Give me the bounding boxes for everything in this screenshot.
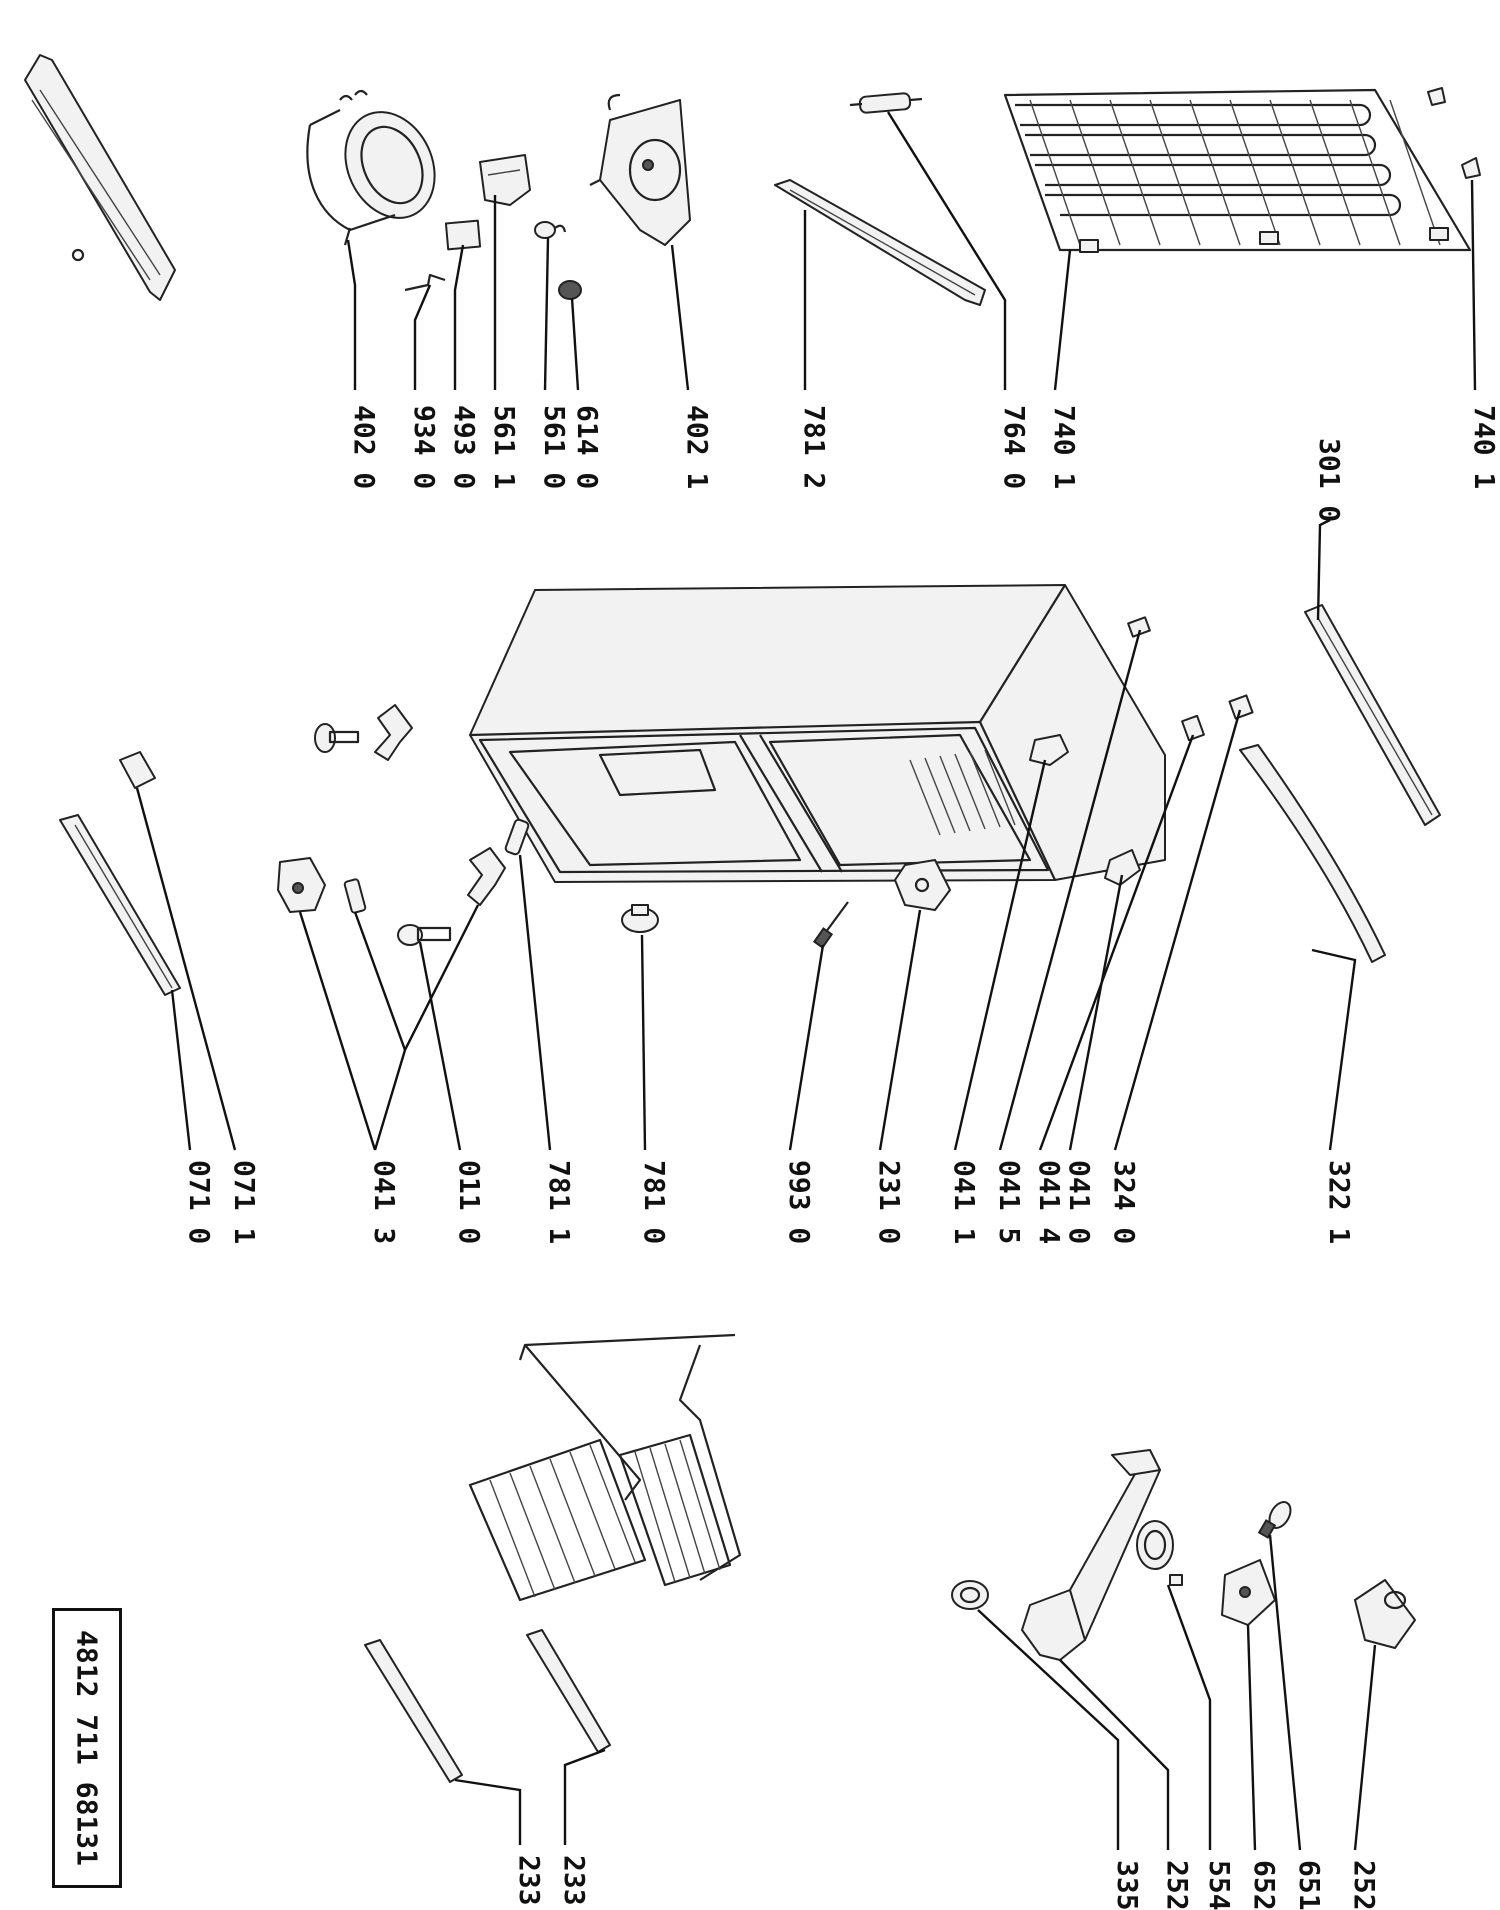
label-041-4: 041 4 <box>1033 1160 1066 1244</box>
thermostat-252-0-part <box>1021 1449 1161 1661</box>
block-071-1-part <box>119 751 156 789</box>
bracket-041-5-part <box>1127 616 1151 638</box>
lamp-cover-252-1-part <box>1354 1579 1416 1649</box>
hinge-bracket-041-3-part <box>277 857 326 913</box>
label-041-3: 041 3 <box>368 1160 401 1244</box>
hinge-041-1-part <box>1029 734 1069 766</box>
label-041-1: 041 1 <box>948 1160 981 1244</box>
label-071-1: 071 1 <box>228 1160 261 1244</box>
condenser-grid-part <box>1003 88 1472 253</box>
label-561-0: 561 0 <box>538 405 571 489</box>
label-740-1-b: 740 1 <box>1468 405 1500 489</box>
pin-781-1-part <box>504 818 530 856</box>
label-652-0: 652 0 <box>1248 1860 1281 1910</box>
compressor-part <box>306 89 436 246</box>
label-740-1-a: 740 1 <box>1048 405 1081 489</box>
door-strip-301-part <box>1304 604 1441 826</box>
cabinet-body <box>469 584 1166 883</box>
grommet-part <box>558 280 582 300</box>
label-324-0: 324 0 <box>1108 1160 1141 1244</box>
label-041-0: 041 0 <box>1063 1160 1096 1244</box>
label-402-0: 402 0 <box>348 405 381 489</box>
foot-781-0-part <box>621 904 659 933</box>
label-233-1: 233 1 <box>513 1855 546 1910</box>
relay-part <box>479 154 531 206</box>
evaporator-part <box>468 1333 742 1602</box>
shelf-support-233-0-part <box>526 1629 611 1753</box>
label-041-5: 041 5 <box>993 1160 1026 1244</box>
cap-part <box>534 221 567 239</box>
hinge-upper-left-part <box>314 704 413 761</box>
label-233-0: 233 0 <box>558 1855 591 1910</box>
label-335-0: 335 0 <box>1111 1860 1144 1910</box>
label-493-0: 493 0 <box>448 405 481 489</box>
top-rail-part <box>24 54 176 301</box>
knob-335-part <box>951 1580 989 1610</box>
label-231-0: 231 0 <box>873 1160 906 1244</box>
plate-231-part <box>894 859 951 911</box>
screw-993-part <box>812 901 849 949</box>
label-561-1: 561 1 <box>488 405 521 489</box>
label-781-2: 781 2 <box>798 405 831 489</box>
strip-071-0-part <box>59 814 181 996</box>
label-011-0: 011 0 <box>453 1160 486 1244</box>
label-252-0: 252 0 <box>1161 1860 1194 1910</box>
handle-322-part <box>1239 744 1386 963</box>
label-764-0: 764 0 <box>998 405 1031 489</box>
condenser-clip-part <box>1427 87 1481 179</box>
bulb-651-part <box>1257 1501 1292 1539</box>
label-252-1: 252 1 <box>1348 1860 1381 1910</box>
label-781-0: 781 0 <box>638 1160 671 1244</box>
bolt-041-3-part <box>343 878 367 914</box>
document-reference-box <box>52 1608 122 1888</box>
door-strip-upper-part <box>774 179 986 306</box>
shelf-support-233-1-part <box>364 1639 463 1783</box>
label-402-1: 402 1 <box>681 405 714 489</box>
overload-part <box>444 219 482 251</box>
label-781-1: 781 1 <box>543 1160 576 1244</box>
hinge-lower-left-part <box>397 847 506 946</box>
label-614-0: 614 0 <box>571 405 604 489</box>
hinge-041-0-part <box>1104 849 1141 886</box>
label-071-0: 071 0 <box>183 1160 216 1244</box>
switch-652-part <box>1221 1559 1276 1626</box>
label-322-1: 322 1 <box>1323 1160 1356 1244</box>
lamp-holder-554-part <box>1136 1520 1183 1586</box>
label-554-0: 554 0 <box>1203 1860 1236 1910</box>
label-651-0: 651 0 <box>1293 1860 1326 1910</box>
leader-lines <box>135 111 1477 1851</box>
bracket-324-0-part <box>1228 694 1254 720</box>
fan-cover-part <box>589 93 691 246</box>
capillary-tube-part <box>849 92 923 114</box>
label-301-0: 301 0 <box>1313 438 1346 522</box>
label-993-0: 993 0 <box>783 1160 816 1244</box>
bracket-041-4-part <box>1181 714 1205 742</box>
label-934-0: 934 0 <box>408 405 441 489</box>
clip-part <box>404 273 446 292</box>
